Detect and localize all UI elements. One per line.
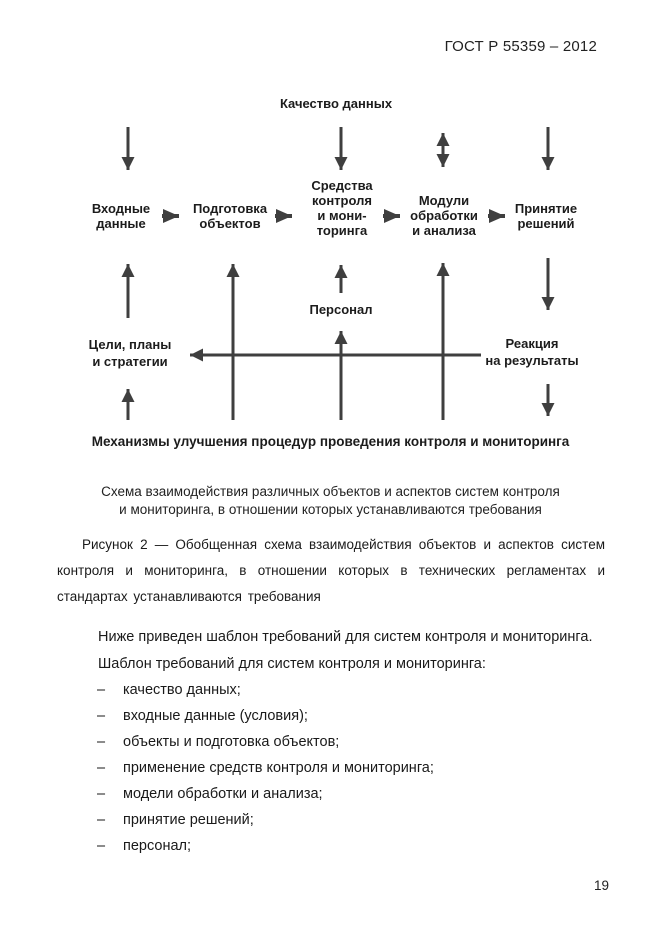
page-number: 19	[594, 878, 610, 893]
list-item-text: входные данные (условия);	[123, 708, 308, 724]
node-reaction: Реакция на результаты	[485, 336, 579, 368]
node-improvement-mechanisms: Механизмы улучшения процедур проведения …	[91, 434, 570, 449]
list-item: – качество данных;	[57, 677, 605, 703]
dash-marker: –	[97, 734, 106, 750]
dash-marker: –	[97, 838, 106, 854]
list-item-text: персонал;	[123, 838, 192, 854]
standard-number-header: ГОСТ Р 55359 – 2012	[444, 38, 597, 55]
node-goals-plans: Цели, планы и стратегии	[88, 337, 172, 369]
list-item-text: принятие решений;	[123, 812, 254, 828]
dash-marker: –	[97, 760, 106, 776]
list-item: – модели обработки и анализа;	[57, 781, 605, 807]
node-control-means: Средства контроля и мони- торинга	[311, 178, 373, 238]
list-item: – объекты и подготовка объектов;	[57, 729, 605, 755]
list-item: – входные данные (условия);	[57, 703, 605, 729]
node-object-preparation: Подготовка объектов	[192, 201, 268, 231]
node-decision-making: Принятие решений	[514, 201, 578, 231]
dash-marker: –	[97, 786, 106, 802]
body-paragraph: Шаблон требований для систем контроля и …	[98, 656, 486, 672]
list-item-text: качество данных;	[123, 682, 241, 698]
dash-marker: –	[97, 708, 106, 724]
list-item-text: применение средств контроля и мониторинг…	[123, 760, 434, 776]
node-processing-modules: Модули обработки и анализа	[410, 193, 478, 238]
diagram-caption: Схема взаимодействия различных объектов …	[101, 484, 560, 517]
body-paragraph: Ниже приведен шаблон требований для сист…	[98, 629, 593, 645]
list-item: – применение средств контроля и монитори…	[57, 755, 605, 781]
node-personnel: Персонал	[309, 302, 373, 317]
node-input-data: Входные данные	[91, 201, 151, 231]
list-item: – принятие решений;	[57, 807, 605, 833]
requirements-list: – качество данных; – входные данные (усл…	[57, 677, 605, 859]
list-item-text: объекты и подготовка объектов;	[123, 734, 340, 750]
node-data-quality: Качество данных	[279, 96, 393, 111]
list-item: – персонал;	[57, 833, 605, 859]
dash-marker: –	[97, 812, 106, 828]
dash-marker: –	[97, 682, 106, 698]
list-item-text: модели обработки и анализа;	[123, 786, 323, 802]
figure-caption: Рисунок 2 — Обобщенная схема взаимодейст…	[57, 537, 605, 604]
